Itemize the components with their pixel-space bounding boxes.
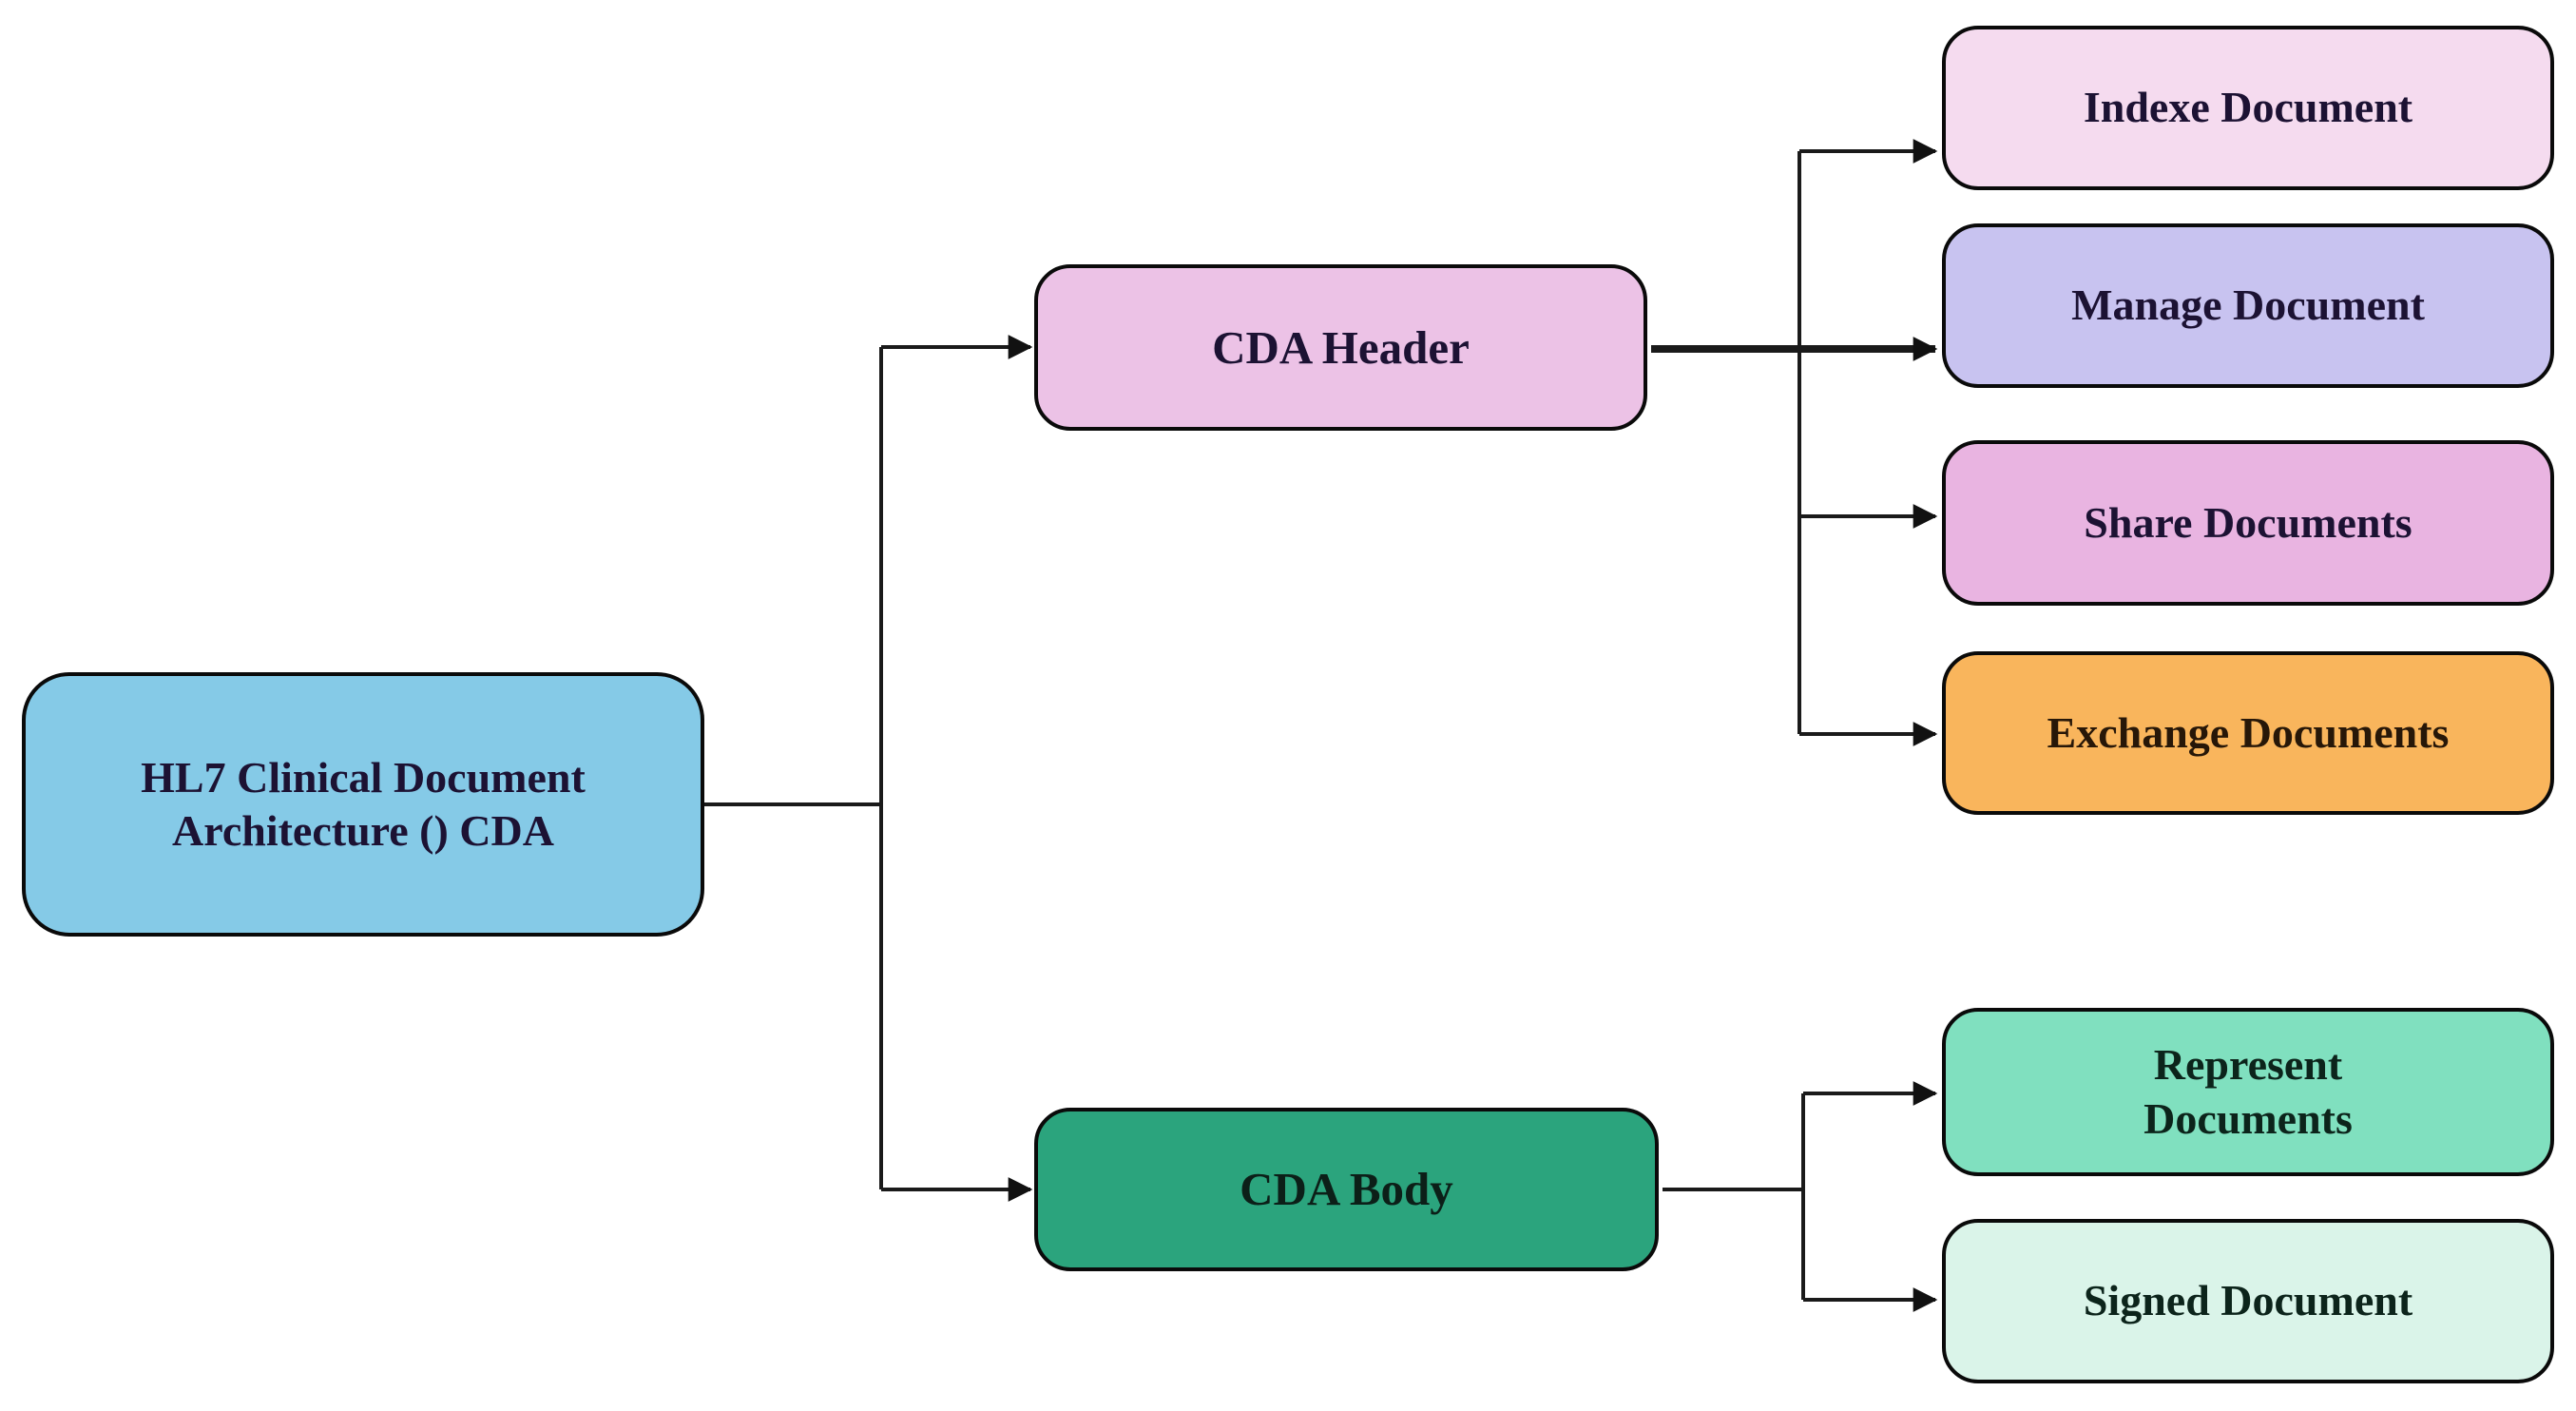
node-cda-header: CDA Header <box>1034 264 1647 431</box>
node-indexe-document-label: Indexe Document <box>2083 83 2413 132</box>
node-represent-documents-label: Represent Documents <box>2143 1038 2353 1145</box>
node-exchange-documents-label: Exchange Documents <box>2047 707 2450 757</box>
node-signed-document-label: Signed Document <box>2083 1276 2413 1325</box>
node-share-documents-label: Share Documents <box>2084 497 2413 547</box>
node-signed-document: Signed Document <box>1942 1219 2554 1383</box>
node-represent-documents: Represent Documents <box>1942 1008 2554 1176</box>
node-represent-documents-line2: Documents <box>2143 1093 2353 1143</box>
node-hl7-cda-line1: HL7 Clinical Document <box>141 752 586 802</box>
node-hl7-cda-label: HL7 Clinical Document Architecture () CD… <box>141 751 586 858</box>
node-cda-header-label: CDA Header <box>1212 320 1470 374</box>
node-represent-documents-line1: Represent <box>2153 1040 2343 1090</box>
node-manage-document: Manage Document <box>1942 223 2554 388</box>
node-indexe-document: Indexe Document <box>1942 26 2554 190</box>
node-manage-document-label: Manage Document <box>2071 280 2425 330</box>
node-hl7-cda: HL7 Clinical Document Architecture () CD… <box>22 672 704 937</box>
node-cda-body: CDA Body <box>1034 1108 1659 1271</box>
node-hl7-cda-line2: Architecture () CDA <box>172 806 554 855</box>
node-share-documents: Share Documents <box>1942 440 2554 606</box>
node-cda-body-label: CDA Body <box>1240 1163 1453 1216</box>
node-exchange-documents: Exchange Documents <box>1942 651 2554 815</box>
